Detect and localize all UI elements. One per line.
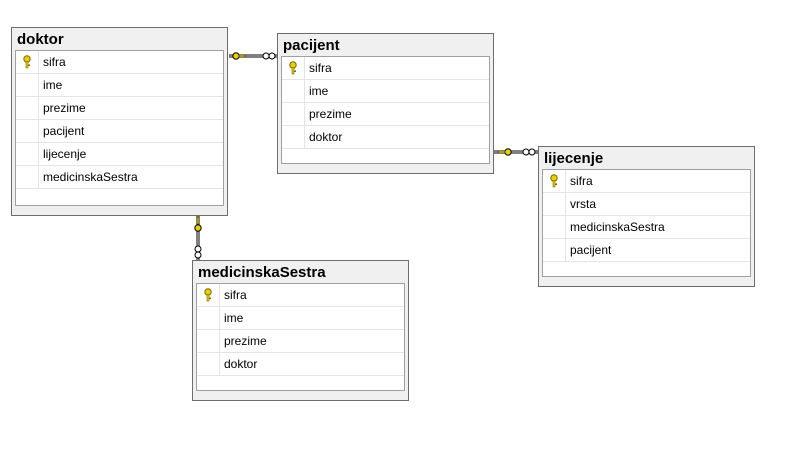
column-row[interactable]: prezime [282, 103, 489, 126]
key-end-icon [194, 224, 202, 232]
row-selector [282, 80, 305, 102]
row-selector [543, 239, 566, 261]
row-selector [543, 193, 566, 215]
row-selector [197, 330, 220, 352]
column-row[interactable]: sifra [16, 51, 223, 74]
column-name: pacijent [43, 124, 85, 138]
column-row[interactable]: medicinskaSestra [16, 166, 223, 189]
column-row[interactable]: ime [16, 74, 223, 97]
table-lijecenje[interactable]: lijecenje sifra vrsta medicinskaSestra p… [538, 146, 755, 287]
column-name: ime [309, 84, 329, 98]
column-row[interactable]: vrsta [543, 193, 750, 216]
column-grid: sifra ime prezime pacijent lijecenje med… [15, 50, 224, 206]
row-selector [16, 74, 39, 96]
row-selector [16, 143, 39, 165]
relationship-doktor-medicinskaSestra[interactable] [194, 216, 202, 260]
column-name: pacijent [570, 243, 612, 257]
column-row[interactable]: pacijent [16, 120, 223, 143]
row-selector [197, 284, 220, 306]
column-grid: sifra vrsta medicinskaSestra pacijent [542, 169, 751, 277]
column-name: vrsta [570, 197, 597, 211]
column-name: sifra [309, 61, 332, 75]
table-title: pacijent [283, 37, 340, 54]
row-selector [282, 57, 305, 79]
table-title: medicinskaSestra [198, 264, 326, 281]
key-end-icon [504, 148, 512, 156]
column-row[interactable]: lijecenje [16, 143, 223, 166]
row-selector [16, 166, 39, 188]
primary-key-icon [204, 288, 212, 302]
primary-key-icon [550, 174, 558, 188]
table-doktor[interactable]: doktor sifra ime prezime pacijent lijece… [11, 27, 228, 216]
column-name: sifra [570, 174, 593, 188]
row-selector [543, 170, 566, 192]
table-medicinskaSestra[interactable]: medicinskaSestra sifra ime prezime dokto… [192, 260, 409, 401]
table-pacijent[interactable]: pacijent sifra ime prezime doktor [277, 33, 494, 174]
column-row[interactable]: prezime [16, 97, 223, 120]
infinity-end-icon [522, 148, 530, 156]
infinity-end-icon [262, 52, 270, 60]
table-title: doktor [17, 31, 64, 48]
column-row[interactable]: prezime [197, 330, 404, 353]
key-end-icon [232, 52, 240, 60]
table-title: lijecenje [544, 150, 604, 167]
column-row[interactable]: ime [197, 307, 404, 330]
row-selector [16, 97, 39, 119]
column-name: prezime [309, 107, 352, 121]
column-row[interactable]: medicinskaSestra [543, 216, 750, 239]
column-name: ime [43, 78, 63, 92]
primary-key-icon [289, 61, 297, 75]
row-selector [197, 307, 220, 329]
column-name: prezime [43, 101, 86, 115]
column-name: lijecenje [43, 147, 87, 161]
relationship-pacijent-lijecenje[interactable] [494, 148, 538, 156]
column-name: prezime [224, 334, 267, 348]
column-name: doktor [309, 130, 343, 144]
column-grid: sifra ime prezime doktor [196, 283, 405, 391]
column-row[interactable]: sifra [282, 57, 489, 80]
column-name: ime [224, 311, 244, 325]
column-row[interactable]: pacijent [543, 239, 750, 262]
column-name: doktor [224, 357, 258, 371]
column-row[interactable]: sifra [543, 170, 750, 193]
row-selector [16, 120, 39, 142]
row-selector [197, 353, 220, 375]
column-row[interactable]: sifra [197, 284, 404, 307]
row-selector [282, 126, 305, 148]
column-row[interactable]: doktor [282, 126, 489, 149]
column-name: medicinskaSestra [43, 170, 138, 184]
primary-key-icon [23, 55, 31, 69]
row-selector [16, 51, 39, 73]
column-row[interactable]: doktor [197, 353, 404, 376]
column-name: sifra [224, 288, 247, 302]
relationship-doktor-pacijent[interactable] [229, 52, 277, 60]
row-selector [543, 216, 566, 238]
column-name: medicinskaSestra [570, 220, 665, 234]
infinity-end-icon [194, 245, 202, 253]
column-name: sifra [43, 55, 66, 69]
column-row[interactable]: ime [282, 80, 489, 103]
row-selector [282, 103, 305, 125]
column-grid: sifra ime prezime doktor [281, 56, 490, 164]
